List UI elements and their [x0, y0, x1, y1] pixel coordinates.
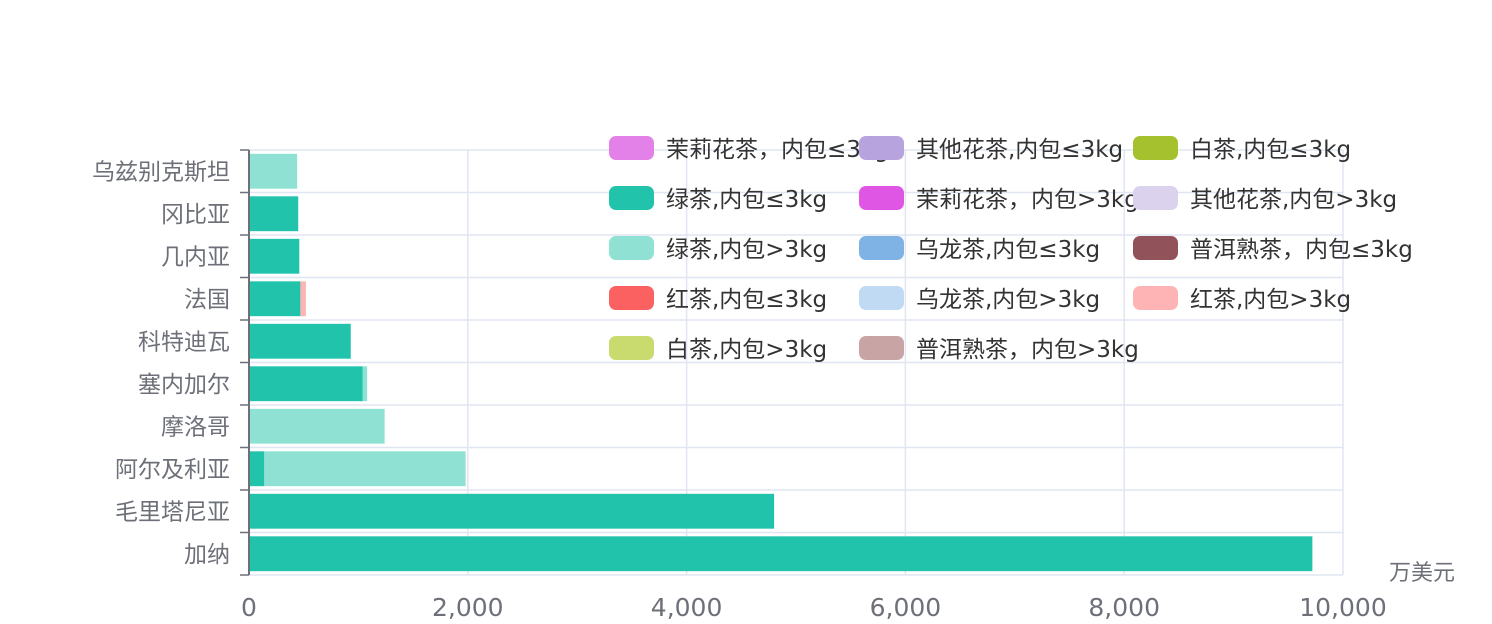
legend-item: 茉莉花茶，内包>3kg [916, 187, 1139, 213]
bar [249, 281, 301, 317]
bar [249, 451, 265, 487]
legend-item: 红茶,内包>3kg [1190, 287, 1351, 313]
legend-item: 绿茶,内包>3kg [666, 237, 827, 263]
bar [249, 408, 385, 444]
y-tick-label: 塞内加尔 [138, 372, 230, 398]
x-tick-label: 2,000 [432, 593, 504, 622]
y-tick-label: 科特迪瓦 [138, 329, 230, 355]
legend-item: 普洱熟茶，内包>3kg [916, 337, 1139, 363]
y-tick-label: 冈比亚 [161, 202, 230, 228]
bar [249, 323, 351, 359]
legend-swatch [859, 186, 904, 210]
legend-swatch [859, 336, 904, 360]
legend-swatch [609, 236, 654, 260]
legend-item: 其他花茶,内包≤3kg [916, 137, 1123, 163]
y-tick-label: 摩洛哥 [161, 414, 230, 440]
legend-item: 红茶,内包≤3kg [666, 287, 827, 313]
legend-swatch [609, 136, 654, 160]
legend-swatch [859, 236, 904, 260]
y-tick-label: 几内亚 [161, 244, 230, 270]
bar [249, 238, 300, 274]
y-tick-label: 乌兹别克斯坦 [92, 159, 230, 185]
legend-item: 乌龙茶,内包>3kg [916, 287, 1100, 313]
bar [264, 451, 466, 487]
legend-swatch [859, 286, 904, 310]
y-tick-label: 加纳 [184, 542, 230, 568]
legend-item: 其他花茶,内包>3kg [1190, 187, 1397, 213]
legend-item: 绿茶,内包≤3kg [666, 187, 827, 213]
legend-swatch [609, 186, 654, 210]
legend-swatch [1133, 136, 1178, 160]
bar [362, 366, 368, 402]
legend-item: 乌龙茶,内包≤3kg [916, 237, 1100, 263]
x-tick-label: 4,000 [651, 593, 723, 622]
legend-item: 白茶,内包>3kg [666, 337, 827, 363]
bar [300, 281, 306, 317]
bar [249, 493, 775, 529]
bar [249, 153, 298, 189]
x-axis-unit: 万美元 [1389, 561, 1455, 586]
legend-item: 白茶,内包≤3kg [1190, 137, 1351, 163]
y-tick-label: 阿尔及利亚 [115, 457, 230, 483]
legend-item: 茉莉花茶，内包≤3kg [666, 137, 889, 163]
x-tick-label: 8,000 [1088, 593, 1160, 622]
legend-swatch [1133, 186, 1178, 210]
x-tick-label: 10,000 [1299, 593, 1386, 622]
bar [249, 536, 1313, 572]
legend-swatch [1133, 286, 1178, 310]
legend-swatch [609, 336, 654, 360]
legend-swatch [609, 286, 654, 310]
y-tick-label: 毛里塔尼亚 [115, 499, 230, 525]
y-tick-label: 法国 [184, 287, 230, 313]
legend-item: 普洱熟茶，内包≤3kg [1190, 237, 1413, 263]
legend-swatch [859, 136, 904, 160]
legend-swatch [1133, 236, 1178, 260]
x-tick-label: 6,000 [870, 593, 942, 622]
bar [249, 366, 363, 402]
x-tick-label: 0 [241, 593, 257, 622]
bar [249, 196, 299, 232]
